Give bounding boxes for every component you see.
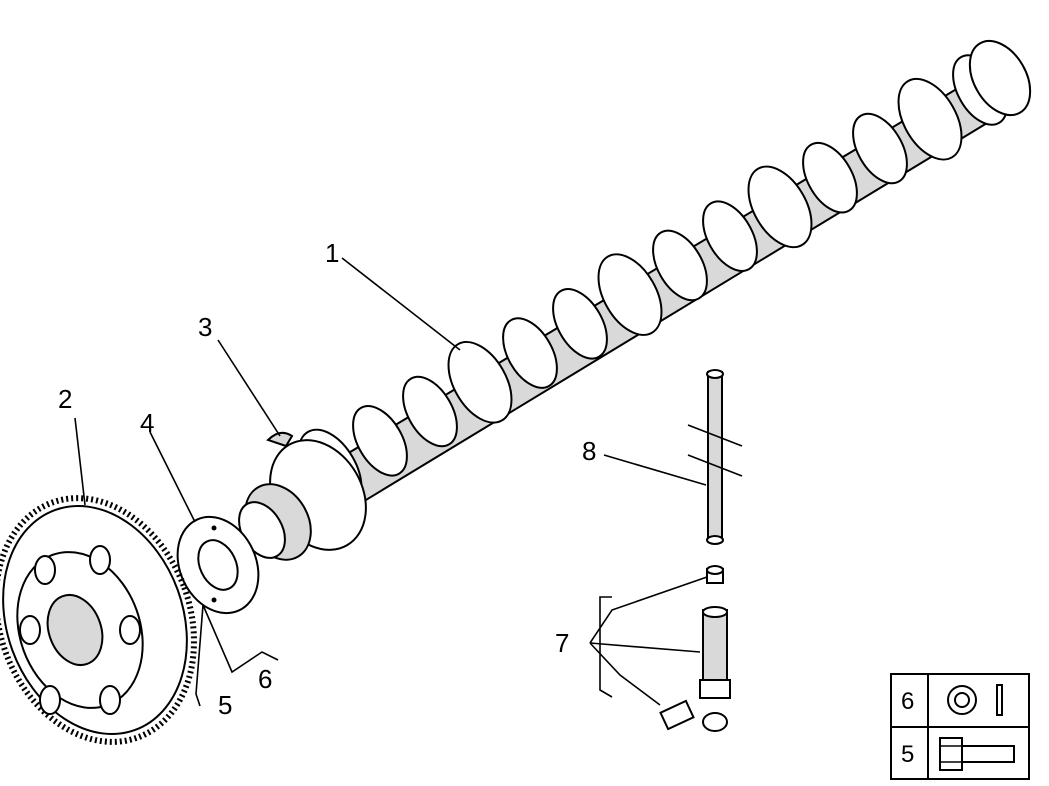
- callout-1: 1: [325, 238, 339, 268]
- camshaft-lobe: [652, 229, 708, 302]
- legend-row-6: 6: [901, 688, 914, 715]
- callout-2: 2: [58, 384, 72, 414]
- camshaft-lobe: [897, 77, 963, 161]
- push-rod: [687, 369, 743, 545]
- washer-icon: [947, 684, 1003, 716]
- callout-3: 3: [198, 312, 212, 342]
- camshaft-lobe: [702, 200, 758, 272]
- camshaft-lobe: [447, 341, 513, 424]
- key: [266, 431, 294, 448]
- tappet-assembly: [659, 565, 731, 732]
- legend-table: 6 5: [890, 673, 1030, 780]
- camshaft-lobe: [802, 142, 858, 214]
- camshaft: [238, 40, 1032, 561]
- camshaft-lobe: [852, 112, 908, 185]
- callout-8: 8: [582, 436, 596, 466]
- camshaft-lobe: [352, 405, 408, 477]
- callout-7: 7: [555, 628, 569, 658]
- bolt-icon: [939, 737, 1015, 771]
- camshaft-lobe: [502, 317, 558, 389]
- camshaft-lobe: [597, 253, 663, 336]
- callout-5: 5: [218, 690, 232, 720]
- legend-row-5: 5: [901, 741, 914, 768]
- leader-lines: [74, 257, 708, 707]
- camshaft-lobe: [552, 288, 608, 360]
- callout-6: 6: [258, 664, 272, 694]
- thrust-plate: [176, 515, 260, 615]
- camshaft-lobe: [402, 375, 458, 448]
- timing-gear: [0, 495, 197, 745]
- callout-4: 4: [140, 408, 154, 438]
- camshaft-lobe: [747, 165, 813, 249]
